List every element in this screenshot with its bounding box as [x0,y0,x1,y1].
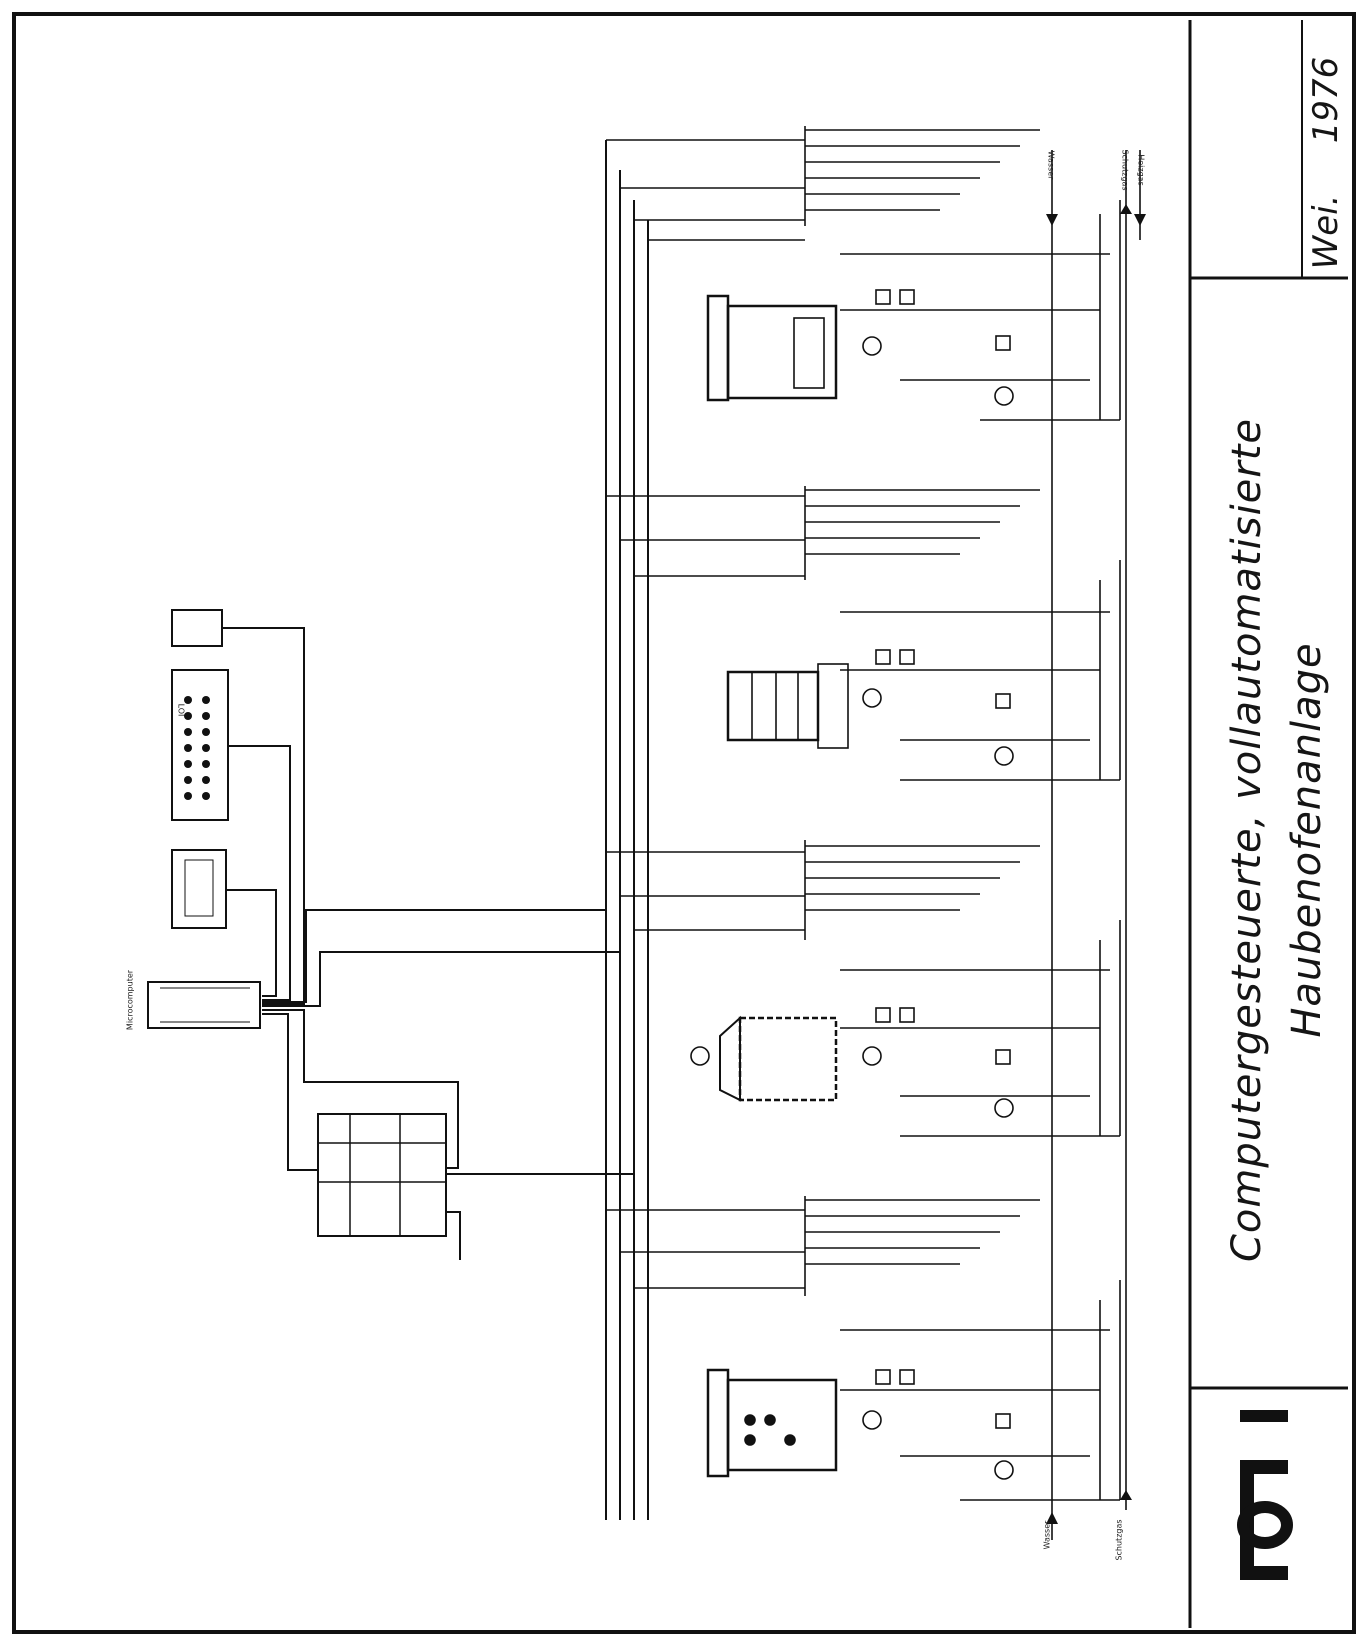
wasser-top-label: Wasser [1046,150,1056,180]
furnace-station-4 [606,1196,1121,1501]
outer-frame [12,12,1356,1634]
bus-lines [605,140,649,1520]
switch-cabinet [317,1113,447,1237]
microcomputer-label-wrap: Microcomputer [120,960,140,1040]
furnace-station-2 [606,486,1121,781]
control-equipment [147,609,447,1237]
date-cell: Wei. 1976 [1304,30,1348,270]
heizgas-top-label: Heizgas [1136,154,1146,186]
title-line-2: Haubenofenanlage [1284,642,1330,1038]
furnace-station-3 [606,840,1121,1137]
microcomputer-unit [147,981,261,1029]
terminal-unit [171,609,223,647]
wasser-bottom-label-wrap: Wasser [1040,1510,1054,1560]
panel-label-wrap: LOI [172,690,190,730]
schutzgas-top-label-wrap: Schutzgas [1118,140,1132,200]
title-block-text: Computergesteuerte, vollautomatisierte H… [1198,300,1348,1380]
wasser-top-label-wrap: Wasser [1044,140,1058,190]
furnace-stations [606,126,1141,1540]
year-text: 1976 [1306,56,1346,144]
furnace-station-1 [606,126,1121,421]
title-line-1: Computergesteuerte, vollautomatisierte [1224,417,1270,1263]
signature-text: Wei. [1306,194,1346,270]
schutzgas-bottom-label-wrap: Schutzgas [1112,1510,1126,1570]
panel-label: LOI [176,703,186,717]
schutzgas-bottom-label: Schutzgas [1114,1519,1124,1561]
loi-logo [1237,1410,1293,1580]
heizgas-top-label-wrap: Heizgas [1134,140,1148,200]
control-panel-knobs [184,696,210,800]
schutzgas-top-label: Schutzgas [1120,149,1130,191]
microcomputer-label: Microcomputer [125,969,135,1031]
flow-arrows [1046,204,1146,1524]
wasser-bottom-label: Wasser [1042,1520,1052,1550]
control-cables [222,627,634,1260]
